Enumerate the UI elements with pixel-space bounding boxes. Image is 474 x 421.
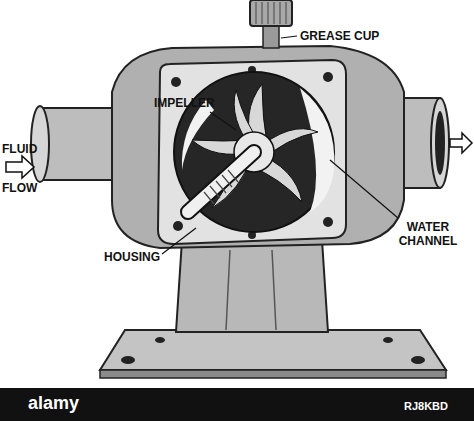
bolt-hole (173, 221, 183, 231)
grease-cup-neck (263, 24, 279, 48)
flow-arrow (6, 156, 34, 178)
bolt-hole (171, 77, 181, 87)
shaft (188, 152, 254, 212)
part-label: GREASE CUP (300, 29, 379, 43)
part-label: HOUSING (104, 250, 160, 264)
grease-cup-knurl (256, 2, 286, 24)
bolt-hole (155, 337, 165, 343)
grease-cup (250, 0, 292, 26)
base-edge (100, 370, 446, 378)
water-channel (300, 88, 334, 212)
watermark: RJ8KBD (404, 400, 448, 413)
base-plate (100, 330, 446, 370)
watermark-bar (0, 388, 474, 421)
water-channel (182, 100, 214, 170)
bolt-hole (121, 356, 135, 364)
watermark: alamy (28, 393, 79, 415)
bolt-hole (383, 337, 393, 343)
pedestal-rib (226, 250, 276, 330)
housing-body (112, 46, 404, 248)
part-label: IMPELLER (154, 96, 215, 110)
inlet-pipe (40, 108, 118, 180)
outlet-opening (435, 111, 445, 175)
flow-label: FLOW (2, 181, 37, 195)
shaft-thread (204, 170, 238, 204)
bolt-hole (323, 217, 333, 227)
flow-label: FLUID (2, 142, 37, 156)
flow-arrow (450, 133, 472, 153)
shaft-outline (188, 152, 254, 212)
leader-line (162, 36, 398, 254)
part-label: WATER CHANNEL (386, 220, 470, 249)
bolt-hole (411, 356, 425, 364)
flange-plate (158, 60, 346, 244)
bolt-hole (323, 72, 333, 82)
outlet-flange (431, 98, 449, 188)
pedestal (176, 240, 328, 332)
